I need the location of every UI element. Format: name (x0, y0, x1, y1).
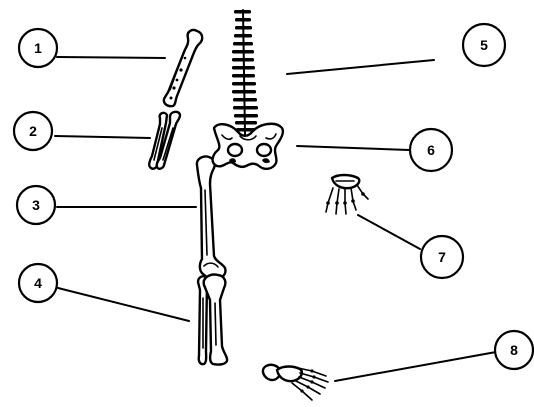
leader-line-2 (55, 136, 150, 138)
callout-label-7: 7 (438, 249, 446, 265)
callout-5: 5 (463, 24, 505, 66)
callout-label-5: 5 (480, 37, 488, 53)
hand-bones (326, 175, 368, 214)
callout-label-4: 4 (34, 275, 42, 291)
foot-bones (263, 365, 328, 400)
callout-7: 7 (421, 236, 463, 278)
callout-label-2: 2 (29, 123, 37, 139)
spine-vertebrae (232, 10, 258, 135)
callout-label-6: 6 (427, 142, 435, 158)
callout-3: 3 (17, 186, 55, 224)
callout-4: 4 (19, 264, 57, 302)
callout-6: 6 (410, 129, 452, 171)
callout-1: 1 (19, 29, 57, 67)
radius-ulna-bones (149, 112, 180, 169)
leader-line-7 (358, 215, 420, 249)
leader-line-1 (57, 57, 165, 58)
callout-2: 2 (14, 112, 52, 150)
leader-line-5 (287, 60, 434, 74)
tibia-fibula-bones (198, 275, 227, 365)
leader-line-8 (335, 352, 496, 381)
humerus-bone (164, 30, 202, 106)
callout-label-8: 8 (510, 342, 518, 358)
callout-8: 8 (495, 331, 533, 369)
callout-label-3: 3 (32, 197, 40, 213)
callout-label-1: 1 (34, 40, 42, 56)
femur-bone (197, 156, 226, 279)
leader-line-4 (58, 288, 189, 321)
leader-line-6 (297, 146, 409, 150)
